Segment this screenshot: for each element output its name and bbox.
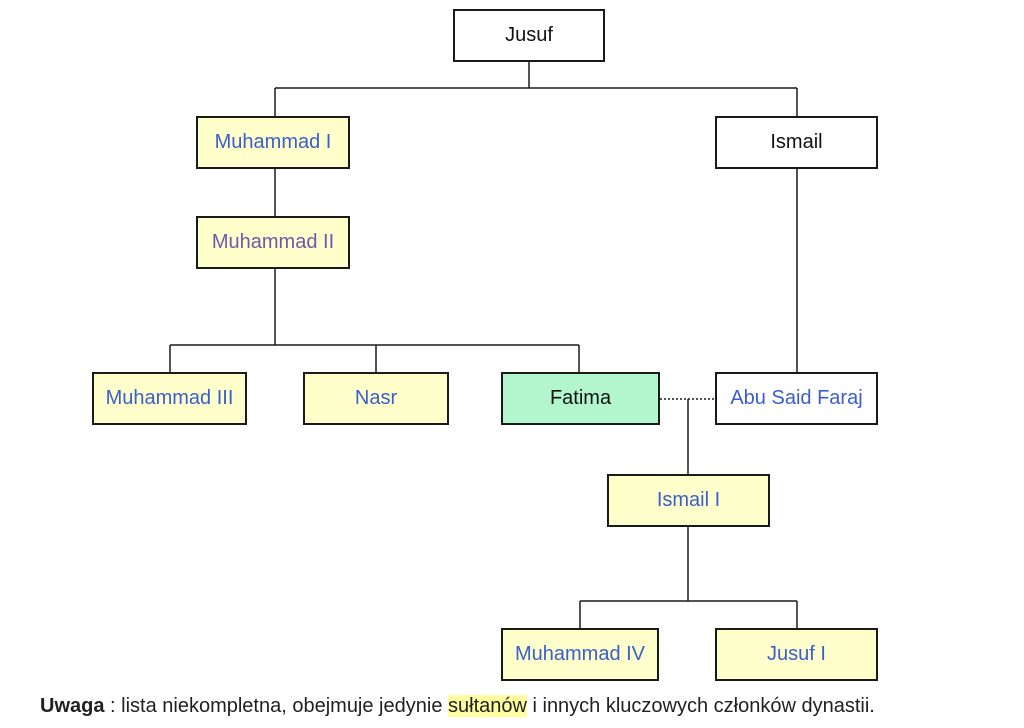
node-label: Ismail xyxy=(770,131,823,153)
node-link[interactable]: Ismail I xyxy=(656,489,721,511)
node-ismail-i[interactable]: Ismail I xyxy=(607,474,770,527)
node-ismail: Ismail xyxy=(715,116,878,169)
note-prefix: : lista niekompletna, obejmuje jedynie xyxy=(104,695,448,717)
node-muhammad-ii[interactable]: Muhammad II xyxy=(196,216,350,269)
node-link[interactable]: Muhammad IV xyxy=(514,643,646,665)
node-link[interactable]: Muhammad I xyxy=(214,131,332,153)
node-link[interactable]: Muhammad II xyxy=(211,231,335,253)
footnote: Uwaga : lista niekompletna, obejmuje jed… xyxy=(40,695,1000,718)
node-fatima: Fatima xyxy=(501,372,660,425)
node-abu-said-faraj[interactable]: Abu Said Faraj xyxy=(715,372,878,425)
node-jusuf: Jusuf xyxy=(453,9,605,62)
node-label: Fatima xyxy=(549,387,612,409)
node-link[interactable]: Abu Said Faraj xyxy=(730,387,863,409)
note-suffix: i innych kluczowych członków dynastii. xyxy=(526,695,875,717)
note-label: Uwaga xyxy=(40,695,105,717)
node-jusuf-i[interactable]: Jusuf I xyxy=(715,628,878,681)
note-highlight: sułtanów xyxy=(448,695,527,717)
node-link[interactable]: Jusuf I xyxy=(767,643,826,665)
node-link[interactable]: Nasr xyxy=(354,387,398,409)
node-link[interactable]: Muhammad III xyxy=(105,387,234,409)
node-muhammad-iv[interactable]: Muhammad IV xyxy=(501,628,659,681)
node-nasr[interactable]: Nasr xyxy=(303,372,449,425)
node-muhammad-i[interactable]: Muhammad I xyxy=(196,116,350,169)
node-muhammad-iii[interactable]: Muhammad III xyxy=(92,372,247,425)
node-label: Jusuf xyxy=(505,24,553,46)
